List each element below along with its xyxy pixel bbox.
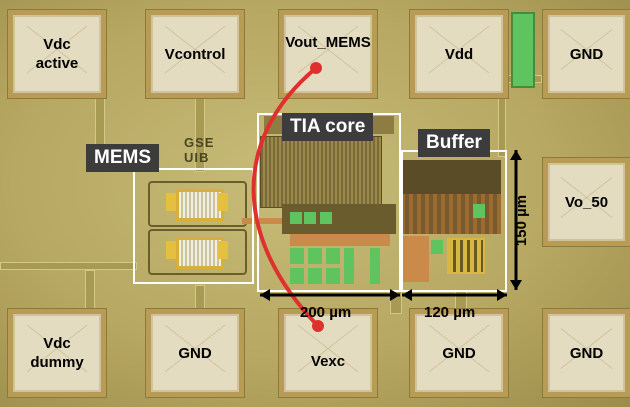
signal-endpoint <box>310 62 322 74</box>
trace <box>0 262 137 270</box>
tia-green-cell <box>290 248 304 264</box>
tia-green-cell <box>326 268 340 284</box>
pad-gnd-bottom-2: GND <box>409 308 509 398</box>
buffer-green-cell <box>431 240 443 254</box>
tia-green-cell <box>320 212 332 224</box>
arrowhead <box>260 289 270 301</box>
tia-green-cell <box>290 268 304 284</box>
mems-resonator-body <box>176 189 224 221</box>
tia-green-bar <box>344 248 354 284</box>
pad-gnd-bottom-1: GND <box>145 308 245 398</box>
pad-vdd: Vdd <box>409 9 509 99</box>
buffer-resistor <box>447 238 485 274</box>
arrowhead <box>402 289 412 301</box>
tia-core-label: TIA core <box>282 113 374 141</box>
mems-electrode <box>218 193 228 211</box>
buffer-green-cell <box>473 204 485 218</box>
tia-green-bar <box>370 248 380 284</box>
signal-endpoint <box>312 320 324 332</box>
pad-label: Vout_MEMS <box>285 33 371 51</box>
pad-label: GND <box>569 45 604 63</box>
arrowhead <box>497 289 507 301</box>
arrowhead <box>510 280 522 290</box>
pad-gnd-bottom-3: GND <box>542 308 630 398</box>
metal-strip-vdd <box>511 12 535 88</box>
buffer-top-metal <box>401 160 501 194</box>
buffer-label: Buffer <box>418 129 490 157</box>
pad-vdc-active: Vdc active <box>7 9 107 99</box>
mems-region-box <box>133 168 254 284</box>
pad-vcontrol: Vcontrol <box>145 9 245 99</box>
pad-vdc-dummy: Vdc dummy <box>7 308 107 398</box>
tia-orange-metal <box>290 234 390 246</box>
tia-width-label: 200 µm <box>300 304 352 321</box>
pad-label: Vo_50 <box>564 193 609 211</box>
pad-label: Vdc dummy <box>30 335 84 371</box>
pad-label: Vexc <box>310 352 346 370</box>
pad-label: Vcontrol <box>164 45 226 63</box>
pad-gnd-top: GND <box>542 9 630 99</box>
mems-device-array <box>136 171 250 281</box>
tia-green-cell <box>308 268 322 284</box>
pad-label: Vdc active <box>35 36 79 72</box>
gse-uib-logo: GSE UIB <box>184 135 234 165</box>
mems-resonator <box>148 181 247 227</box>
mems-electrode <box>166 241 176 259</box>
mems-resonator-body <box>176 237 224 269</box>
pad-label: GND <box>569 344 604 362</box>
buffer-width-label: 120 µm <box>424 304 476 321</box>
pad-vo-50: Vo_50 <box>542 157 630 247</box>
pad-label: GND <box>178 344 212 362</box>
mems-electrode <box>218 241 228 259</box>
mems-electrode <box>166 193 176 211</box>
tia-green-cell <box>290 212 302 224</box>
tia-green-cell <box>304 212 316 224</box>
pad-label: GND <box>442 344 476 362</box>
tia-green-cell <box>326 248 340 264</box>
tia-core-circuit <box>260 116 400 294</box>
arrowhead <box>390 289 400 301</box>
pad-vout-mems: Vout_MEMS <box>278 9 378 99</box>
logo-text: GSE UIB <box>184 135 215 165</box>
buffer-orange-metal <box>403 236 429 282</box>
arrowhead <box>510 150 522 160</box>
buffer-circuit <box>401 152 506 292</box>
signal-path-curve <box>251 66 320 328</box>
pad-label: Vdd <box>444 45 474 63</box>
mems-label: MEMS <box>86 144 159 172</box>
mems-resonator <box>148 229 247 275</box>
mems-to-tia-trace <box>242 218 282 224</box>
tia-green-cell <box>308 248 322 264</box>
pad-vexc: Vexc <box>278 308 378 398</box>
height-label: 150 µm <box>513 194 531 247</box>
